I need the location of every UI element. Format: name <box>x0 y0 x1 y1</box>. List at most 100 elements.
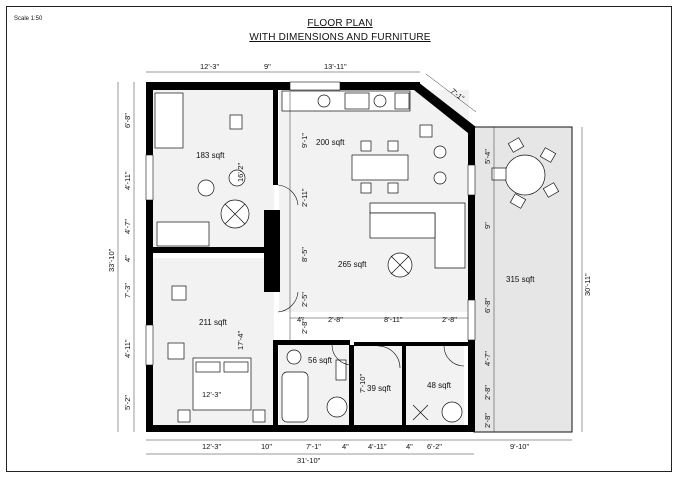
dim-bottom-3: 7'-1" <box>306 442 321 451</box>
window-left-1 <box>145 154 154 201</box>
drain-icon <box>412 404 429 421</box>
dim-left-1: 6'-8" <box>123 113 132 128</box>
plan-title-line-2: WITH DIMENSIONS AND FURNITURE <box>249 32 431 43</box>
wall-bottom <box>146 425 474 432</box>
dim-center-3: 8'-5" <box>300 247 309 262</box>
bedroom-top-bed <box>154 92 184 149</box>
washing-machine-icon <box>441 401 463 423</box>
dim-right-3: 6'-8" <box>483 298 492 313</box>
window-left-2 <box>145 324 154 366</box>
washbasin-icon <box>326 396 348 418</box>
terrace-chair-icon <box>542 182 560 198</box>
wall-top <box>146 82 420 90</box>
dim-inner-h-4: 2'-8" <box>442 315 457 324</box>
wall-bathroom-top <box>278 340 350 345</box>
terrace-chair-icon <box>507 137 525 153</box>
room-area-closet: 39 sqft <box>367 384 392 393</box>
room-area-living: 265 sqft <box>338 260 367 269</box>
dim-line-diagonal <box>425 73 477 113</box>
dim-inner-h-3: 8'-11" <box>384 315 403 324</box>
chair-icon <box>360 140 372 152</box>
wall-bedrooms-divider <box>152 247 274 253</box>
stove-icon <box>344 92 370 110</box>
sink-icon <box>317 94 331 108</box>
wall-bedroom-bottom-right <box>273 340 278 426</box>
dim-bottom-6: 4" <box>406 442 413 451</box>
wall-closet-right <box>402 346 406 426</box>
sink-2-icon <box>373 94 387 108</box>
towel-rack-icon <box>335 359 347 381</box>
dim-bottom-2: 10" <box>261 442 272 451</box>
dim-left-6: 4'-11" <box>123 339 132 358</box>
window-right-2 <box>467 299 476 341</box>
chair-icon <box>387 140 399 152</box>
dim-right-2: 9" <box>483 222 492 229</box>
room-area-bedroom-top: 183 sqft <box>196 151 225 160</box>
plant-icon <box>433 171 447 185</box>
room-area-kitchen: 200 sqft <box>316 138 345 147</box>
wall-right <box>468 127 475 432</box>
living-kitchen-floor <box>279 90 469 312</box>
dim-right-1: 5'-4" <box>483 149 492 164</box>
dim-inner-h-2: 2'-8" <box>328 315 343 324</box>
door-swing <box>443 345 465 367</box>
dim-right-5: 2'-8" <box>483 385 492 400</box>
dim-left-7: 5'-2" <box>123 395 132 410</box>
dim-inner-h-1: 4" <box>297 315 304 324</box>
drawing-sheet-border <box>6 6 672 472</box>
dim-bottom-total: 31'-10" <box>297 456 321 465</box>
bathtub-icon <box>281 371 309 423</box>
wall-bedroom-top-right <box>273 90 278 185</box>
plant-icon <box>433 145 447 159</box>
pillow-icon <box>195 361 221 373</box>
desk-icon <box>156 221 210 247</box>
dim-left-2: 4'-11" <box>123 171 132 190</box>
room-area-bedroom-bottom: 211 sqft <box>199 318 228 327</box>
terrace-chair-icon <box>491 167 507 181</box>
wall-left <box>146 82 153 432</box>
dim-left-5: 7'-3" <box>123 283 132 298</box>
room-area-terrace: 315 sqft <box>506 275 535 284</box>
pillow-icon <box>223 361 249 373</box>
room-area-utility: 48 sqft <box>427 381 452 390</box>
dim-left-total: 33'-10" <box>107 248 116 272</box>
scale-label: Scale 1:50 <box>14 16 43 22</box>
chair-icon <box>167 342 185 360</box>
dim-left-3: 4'-7" <box>123 219 132 234</box>
dim-right-total: 30'-11" <box>583 273 592 296</box>
round-table-cross <box>224 203 246 225</box>
dim-center-2: 2'-11" <box>300 188 309 207</box>
armchair-icon <box>171 285 187 301</box>
toilet-icon <box>286 349 302 365</box>
dim-top-1: 12'-3" <box>200 62 219 71</box>
dim-inner-bed-width: 12'-3" <box>202 390 221 399</box>
dim-top-2: 9" <box>264 62 271 71</box>
nightstand-icon <box>229 114 243 130</box>
nightstand-icon <box>177 409 191 423</box>
window-right-1 <box>467 164 476 196</box>
chair-icon <box>360 182 372 194</box>
chair-icon <box>387 182 399 194</box>
dim-center-1: 9'-1" <box>300 133 309 148</box>
dim-bottom-4: 4" <box>342 442 349 451</box>
dim-center-5: 2'-8" <box>300 319 309 334</box>
wall-diagonal <box>414 82 476 133</box>
nightstand-icon <box>252 409 266 423</box>
plan-title: FLOOR PLAN WITH DIMENSIONS AND FURNITURE <box>240 17 440 45</box>
door-swing <box>377 345 401 369</box>
terrace-chair-icon <box>509 193 527 209</box>
door-swing <box>277 184 299 206</box>
stool-icon <box>419 124 433 138</box>
dim-bottom-1: 12'-3" <box>202 442 221 451</box>
terrace-table <box>504 154 546 196</box>
dim-closet-h: 7'-10" <box>358 374 367 393</box>
wall-closet-top <box>354 342 468 346</box>
dim-bottom-7: 6'-2" <box>427 442 442 451</box>
dim-bottom-terrace: 9'-10" <box>510 442 529 451</box>
sofa-seat <box>369 212 436 239</box>
plan-title-line-1: FLOOR PLAN <box>307 18 373 29</box>
pouf-icon <box>228 169 246 187</box>
door-swing <box>331 344 353 366</box>
dim-top-3: 13'-11" <box>324 62 347 71</box>
